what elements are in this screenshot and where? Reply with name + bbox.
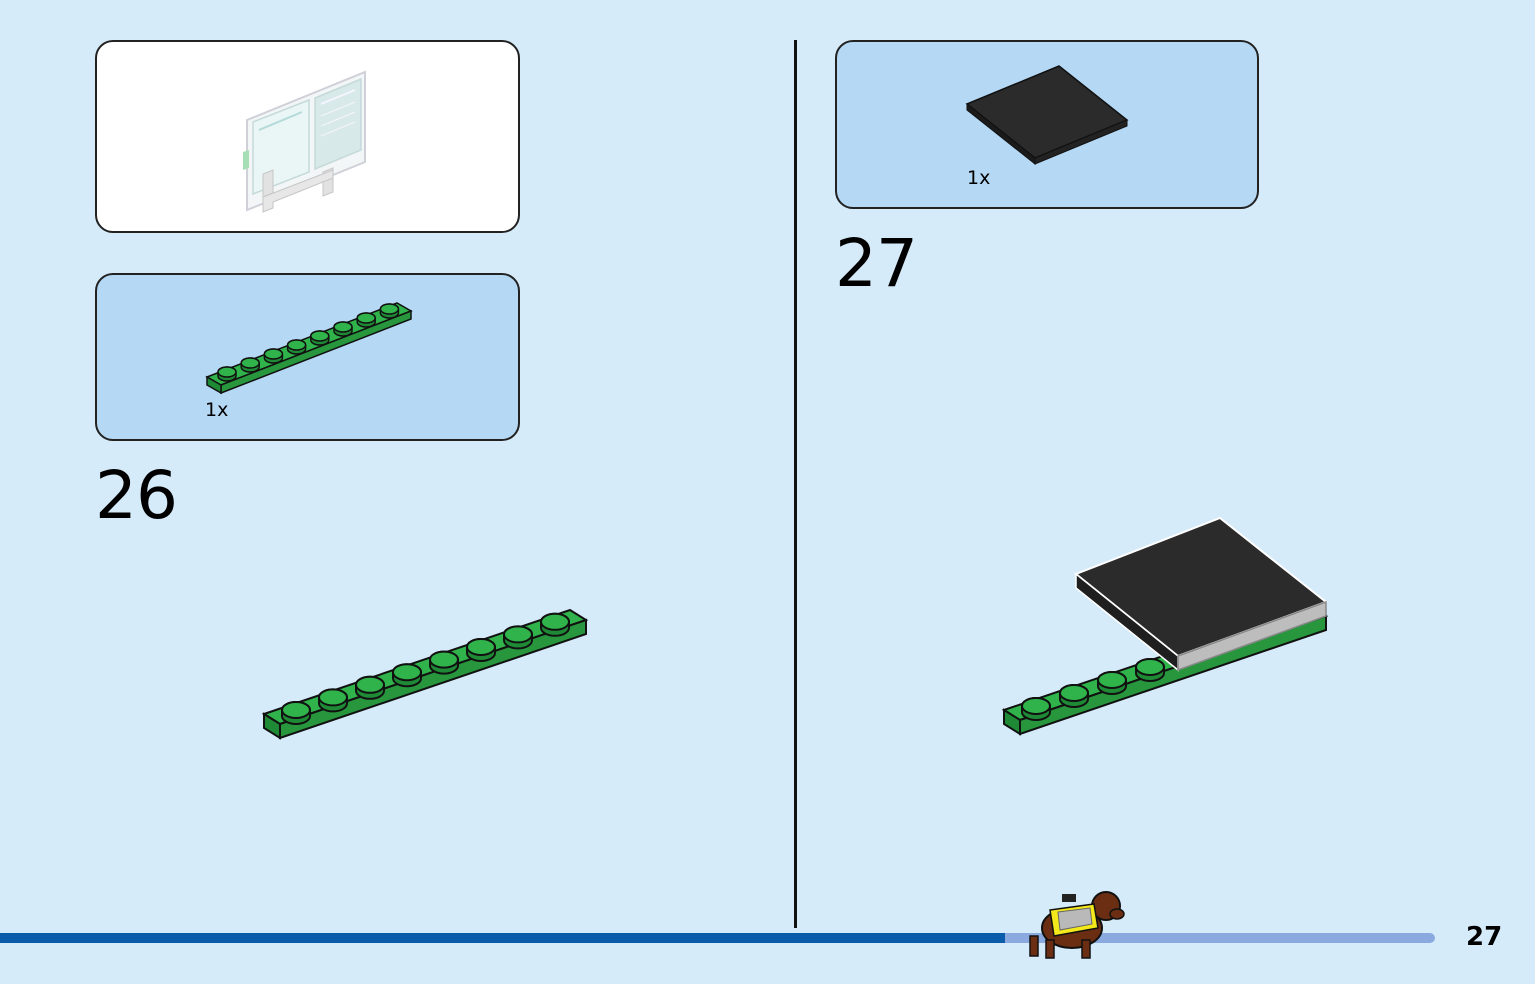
stud (503, 625, 533, 644)
parts-list-box-step-27: 1x (835, 40, 1259, 209)
step-26-part-quantity: 1x (205, 399, 229, 421)
stud (310, 330, 330, 342)
stud (1021, 697, 1051, 715)
progress-bar-fill (0, 933, 1005, 943)
signboard-submodel-image (243, 70, 366, 213)
stud (318, 688, 348, 707)
black-tile-part-icon (965, 65, 1129, 166)
stud (429, 650, 459, 669)
guide-dog-mascot-icon (1029, 891, 1125, 959)
step-number-27: 27 (835, 225, 918, 302)
stud (286, 339, 307, 351)
step-number-26: 26 (95, 457, 178, 534)
step-26-build-illustration (261, 608, 589, 740)
stud (333, 321, 353, 333)
stud (540, 612, 570, 631)
green-plate-part-icon (205, 302, 413, 395)
stud (240, 357, 260, 369)
stud (263, 348, 284, 360)
stud (466, 638, 496, 656)
stud (217, 366, 237, 378)
step-27-part-quantity: 1x (967, 167, 991, 189)
parts-list-box-step-26: 1x (95, 273, 520, 441)
step-27-build-illustration (1001, 516, 1329, 736)
stud (392, 663, 422, 682)
stud (1059, 684, 1089, 702)
page-divider (794, 40, 797, 928)
stud (1135, 658, 1165, 676)
submodel-reference-box (95, 40, 520, 233)
stud (281, 701, 311, 719)
stud (356, 312, 376, 324)
stud (379, 303, 400, 315)
page-number: 27 (1466, 922, 1503, 952)
stud (1097, 671, 1127, 689)
stud (355, 675, 385, 694)
